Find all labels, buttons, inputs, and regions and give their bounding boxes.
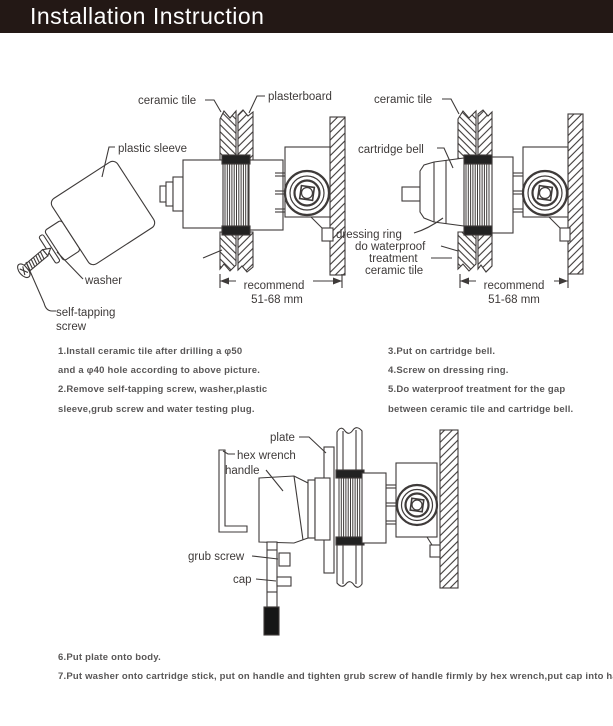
threaded-collar xyxy=(221,154,251,236)
valve-outlet-3 xyxy=(395,483,439,527)
label-cartridge-bell: cartridge bell xyxy=(358,144,424,156)
leader-grub-screw xyxy=(251,555,279,560)
leader-plasterboard xyxy=(248,95,265,114)
back-wall-2 xyxy=(567,113,584,275)
label-hex-wrench: hex wrench xyxy=(237,450,296,462)
step-line: between ceramic tile and cartridge bell. xyxy=(388,403,574,415)
leader-washer xyxy=(56,251,84,280)
leader-do-waterproof xyxy=(440,245,459,252)
cap xyxy=(276,576,292,587)
page-title: Installation Instruction xyxy=(30,3,265,29)
back-wall xyxy=(329,116,346,276)
label-grub-screw: grub screw xyxy=(188,551,245,563)
dimension-fig2 xyxy=(459,274,569,288)
leader-cartridge-bell xyxy=(437,147,454,169)
cartridge-bell xyxy=(401,157,465,227)
label-plastic-sleeve: plastic sleeve xyxy=(118,143,187,155)
label-ceramic-tile-2: ceramic tile xyxy=(374,94,432,106)
steps-1-2: 1.Install ceramic tile after drilling a … xyxy=(58,342,267,419)
label-do-waterproof: do waterproof xyxy=(355,241,426,253)
label-ceramic-tile-3: ceramic tile xyxy=(365,265,423,277)
label-self-tapping-1: self-tapping xyxy=(56,307,115,319)
valve-outlet xyxy=(283,169,331,217)
threaded-collar-3 xyxy=(335,469,365,546)
step-line: 5.Do waterproof treatment for the gap xyxy=(388,384,566,396)
threaded-collar-2 xyxy=(463,154,493,236)
leader-plastic-sleeve xyxy=(101,146,115,178)
grub-screw xyxy=(278,552,291,567)
leader-ceramic-tile-2 xyxy=(442,98,460,115)
plastic-sleeve xyxy=(38,160,156,266)
figure-step6-7: plate hex wrench handle grub screw cap xyxy=(188,427,459,636)
self-tapping-screw xyxy=(17,247,52,279)
dimension-fig1 xyxy=(219,274,343,288)
step-line: 3.Put on cartridge bell. xyxy=(388,346,496,357)
label-self-tapping-2: screw xyxy=(56,321,87,333)
label-washer: washer xyxy=(84,275,122,287)
label-cap: cap xyxy=(233,574,252,586)
leader-bottom-tile xyxy=(202,249,223,259)
back-wall-3 xyxy=(439,429,459,589)
ceramic-tile-wall xyxy=(219,109,237,272)
valve-outlet-2 xyxy=(521,169,569,217)
label-plate: plate xyxy=(270,432,295,444)
hex-wrench xyxy=(218,449,248,533)
leader-dressing-ring xyxy=(413,217,444,234)
leader-ceramic-tile xyxy=(205,99,222,113)
label-dressing-ring: dressing ring xyxy=(336,229,402,241)
label-ceramic-tile-1: ceramic tile xyxy=(138,95,196,107)
figure-step1-2: ceramic tile plasterboard plastic sleeve… xyxy=(17,91,346,333)
leader-plate xyxy=(299,436,327,454)
step-line: sleeve,grub screw and water testing plug… xyxy=(58,403,255,415)
steps-3-5: 3.Put on cartridge bell. 4.Screw on dres… xyxy=(388,342,573,419)
leader-handle xyxy=(265,469,284,492)
label-recommend-1: recommend xyxy=(244,280,305,292)
label-recommend-2: recommend xyxy=(484,280,545,292)
label-range-1: 51-68 mm xyxy=(251,294,303,306)
title-bar: Installation Instruction xyxy=(0,0,613,33)
step-line: 7.Put washer onto cartridge stick, put o… xyxy=(58,670,613,682)
step-line: 4.Screw on dressing ring. xyxy=(388,365,509,377)
handle xyxy=(258,475,331,544)
label-range-2: 51-68 mm xyxy=(488,294,540,306)
label-treatment: treatment xyxy=(369,253,418,265)
step-line: 1.Install ceramic tile after drilling a … xyxy=(58,346,243,357)
pipe xyxy=(336,427,363,588)
steps-6-7: 6.Put plate onto body. 7.Put washer onto… xyxy=(58,649,613,686)
step-line: 2.Remove self-tapping screw, washer,plas… xyxy=(58,384,268,396)
cartridge-stick xyxy=(263,541,280,636)
label-handle: handle xyxy=(225,465,260,477)
leader-cap xyxy=(255,578,277,582)
ceramic-tile-wall-2 xyxy=(457,109,493,273)
step-line: 6.Put plate onto body. xyxy=(58,652,161,663)
label-plasterboard: plasterboard xyxy=(268,91,332,103)
step-line: and a φ40 hole according to above pictur… xyxy=(58,365,261,377)
figure-step3-5: ceramic tile cartridge bell dressing rin… xyxy=(336,94,584,306)
leader-hex-wrench xyxy=(222,450,235,455)
leader-self-tapping xyxy=(25,261,56,312)
valve-body xyxy=(159,146,334,242)
